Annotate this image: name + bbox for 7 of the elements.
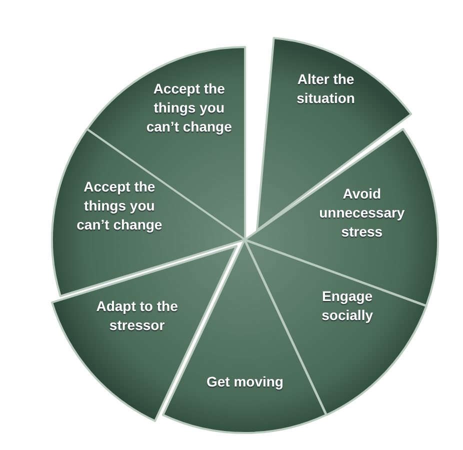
segment-label: Accept the things you can’t change: [145, 80, 233, 137]
segment-label: Avoid unnecessary stress: [318, 184, 406, 242]
segment-label: Alter the situation: [296, 70, 356, 108]
segment-label: Adapt to the stressor: [95, 296, 179, 335]
segment-label: Get moving: [205, 372, 284, 392]
segment-label: Accept the things you can’t change: [76, 178, 164, 235]
segment-label: Engage socially: [320, 287, 374, 326]
